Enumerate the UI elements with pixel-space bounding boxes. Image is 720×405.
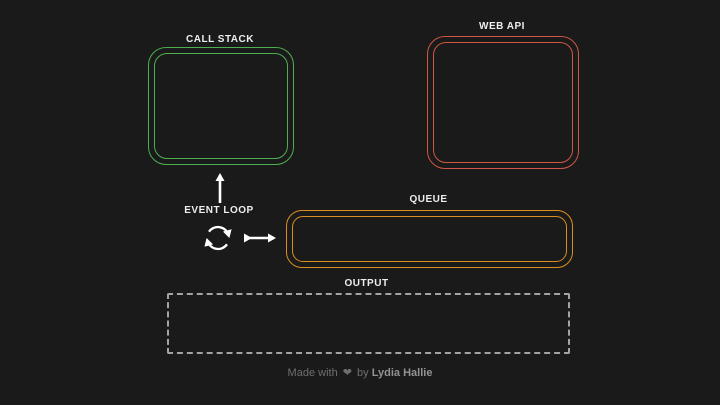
output-label: OUTPUT (344, 278, 389, 289)
web-api-label: WEB API (479, 21, 525, 32)
author-name: Lydia Hallie (371, 367, 433, 379)
output-box (167, 293, 570, 354)
heart-icon: ❤ (342, 367, 352, 379)
event-loop-label: EVENT LOOP (184, 205, 254, 216)
credit-made-with: Made with (287, 367, 338, 379)
up-arrow-icon (212, 167, 228, 205)
queue-box (286, 210, 573, 268)
call-stack-label: CALL STACK (186, 34, 254, 45)
queue-box-inner (292, 216, 567, 262)
credit-by: by (357, 367, 369, 379)
call-stack-box (148, 47, 294, 165)
event-loop-cycle-icon (198, 219, 238, 257)
web-api-box (427, 36, 579, 169)
call-stack-box-inner (154, 53, 288, 159)
web-api-box-inner (433, 42, 573, 163)
credit-line: Made with ❤ by Lydia Hallie (0, 366, 720, 379)
double-arrow-icon (241, 231, 283, 245)
queue-label: QUEUE (409, 194, 448, 205)
